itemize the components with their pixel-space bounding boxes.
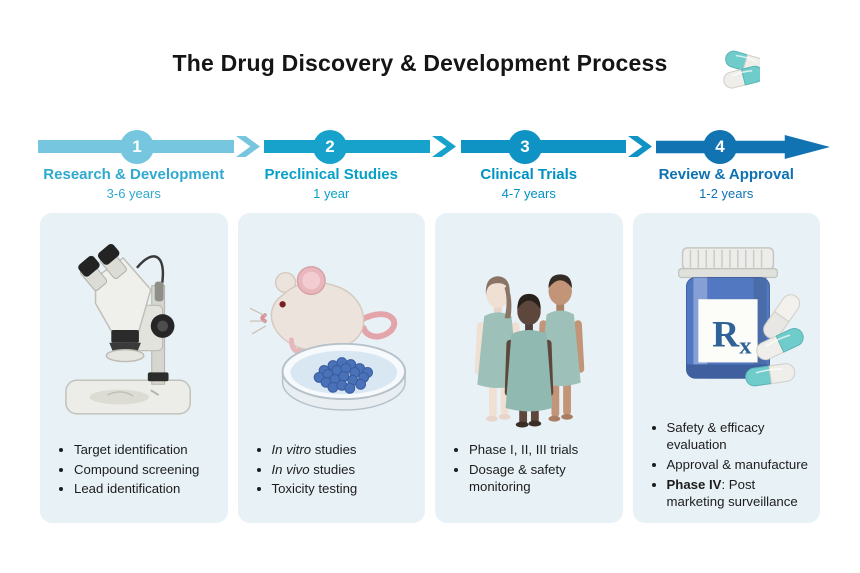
bullet-item: Toxicity testing xyxy=(272,480,416,498)
pills-icon xyxy=(723,50,760,89)
stage-2-header: Preclinical Studies 1 year xyxy=(238,166,426,201)
bullet-item: Compound screening xyxy=(74,461,218,479)
stage-2-card: In vitro studies In vivo studiesToxicity … xyxy=(237,213,425,523)
chevron-separator-icon xyxy=(236,136,260,157)
mouse-petri-dish-illustration xyxy=(248,223,416,433)
stage-1-header: Research & Development 3-6 years xyxy=(40,166,228,201)
bullet-item: Safety & efficacy evaluation xyxy=(667,419,811,454)
rx-pill-bottle-illustration: Rx xyxy=(643,223,811,411)
step-number: 2 xyxy=(325,137,335,156)
stage-1-card: Target identificationCompound screeningL… xyxy=(40,213,228,523)
step-number: 4 xyxy=(715,137,725,156)
microscope-icon xyxy=(64,243,191,415)
stage-3-card: Phase I, II, III trialsDosage & safety m… xyxy=(435,213,623,523)
stage-3-label: Clinical Trials xyxy=(480,166,578,183)
stage-2-duration: 1 year xyxy=(313,185,350,201)
step-circle-4: 4 xyxy=(703,130,737,164)
stage-2-bullets: In vitro studies In vivo studiesToxicity … xyxy=(248,441,416,500)
stage-3-header: Clinical Trials 4-7 years xyxy=(435,166,623,201)
arrow-segment-2 xyxy=(264,140,430,153)
stage-1-bullets: Target identificationCompound screeningL… xyxy=(50,441,218,500)
step-number: 1 xyxy=(132,137,142,156)
stage-4-header: Review & Approval 1-2 years xyxy=(633,166,821,201)
chevron-separator-icon xyxy=(432,136,456,157)
arrow-segment-3 xyxy=(461,140,626,153)
bullet-item: Lead identification xyxy=(74,480,218,498)
stage-labels: Research & Development 3-6 years Preclin… xyxy=(40,166,820,201)
lab-mouse-icon xyxy=(250,266,407,411)
stage-1-label: Research & Development xyxy=(43,166,225,183)
stage-3-duration: 4-7 years xyxy=(501,185,556,201)
bullet-item: Phase IV: Post marketing surveillance xyxy=(667,476,811,511)
page-title: The Drug Discovery & Development Process xyxy=(172,50,668,76)
step-circle-1: 1 xyxy=(120,130,154,164)
stage-4-duration: 1-2 years xyxy=(699,185,754,201)
patients-icon xyxy=(474,274,584,428)
clinical-trial-participants-illustration xyxy=(445,223,613,433)
step-number: 3 xyxy=(520,137,530,156)
stage-4-card: Rx Safet xyxy=(632,213,820,523)
stage-2-label: Preclinical Studies xyxy=(264,166,398,183)
pill-bottle-icon: Rx xyxy=(678,246,804,387)
step-circle-2: 2 xyxy=(313,130,347,164)
stage-4-label: Review & Approval xyxy=(658,166,794,183)
stage-1-duration: 3-6 years xyxy=(106,185,161,201)
bullet-item: In vitro studies xyxy=(272,441,416,459)
step-circle-3: 3 xyxy=(508,130,542,164)
microscope-illustration xyxy=(50,223,218,433)
stage-3-bullets: Phase I, II, III trialsDosage & safety m… xyxy=(445,441,613,498)
bullet-item: Phase I, II, III trials xyxy=(469,441,613,459)
arrow-segment-4 xyxy=(656,135,830,159)
process-timeline: 1 2 3 4 xyxy=(38,130,830,164)
bullet-item: Approval & manufacture xyxy=(667,456,811,474)
stage-4-bullets: Safety & efficacy evaluationApproval & m… xyxy=(643,419,811,513)
bullet-item: In vivo studies xyxy=(272,461,416,479)
bullet-item: Target identification xyxy=(74,441,218,459)
bullet-item: Dosage & safety monitoring xyxy=(469,461,613,496)
chevron-separator-icon xyxy=(628,136,652,157)
stage-cards: Target identificationCompound screeningL… xyxy=(40,213,820,523)
